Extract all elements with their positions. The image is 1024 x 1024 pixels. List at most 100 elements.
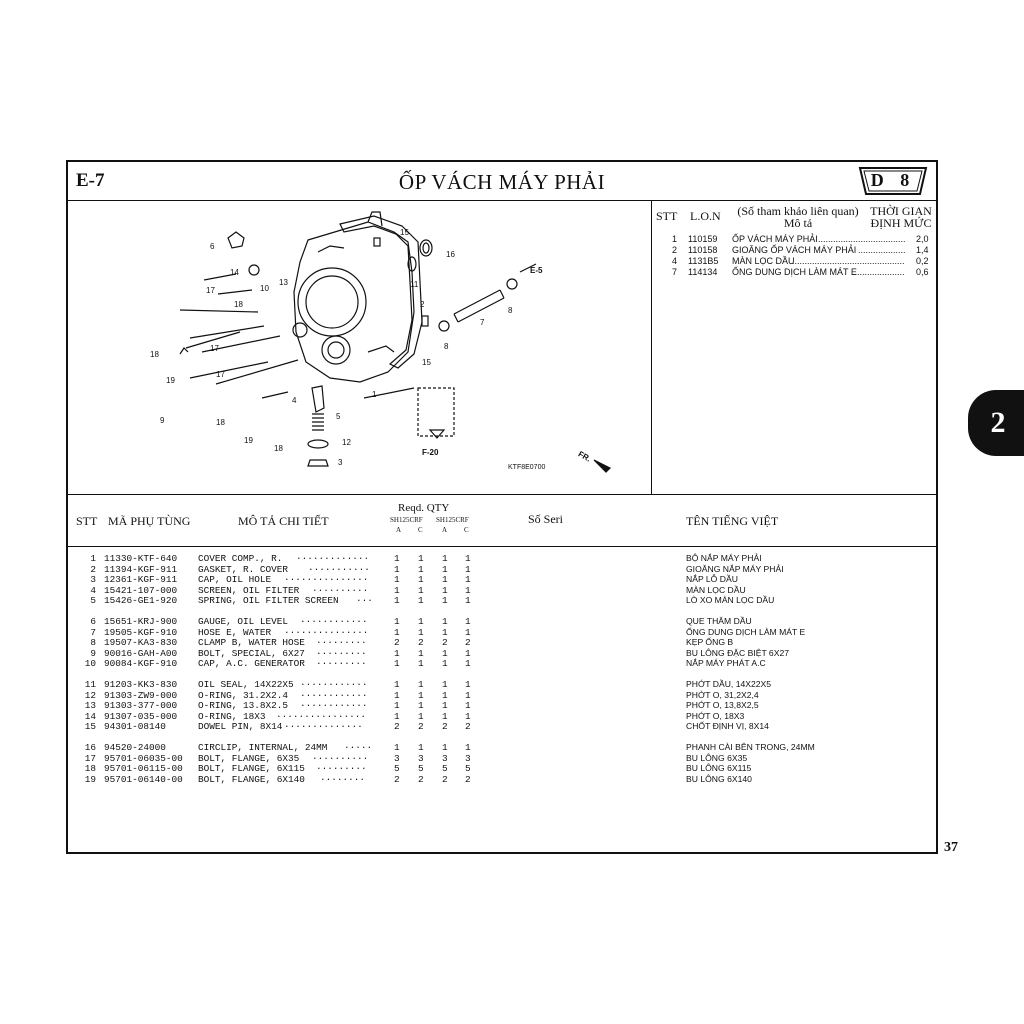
callout: 2: [420, 300, 425, 309]
row-desc: CLAMP B, WATER HOSE: [198, 637, 305, 648]
row-qty: 1: [442, 563, 448, 575]
row-vn-name: CHỐT ĐỊNH VỊ, 8X14: [686, 721, 769, 731]
callout: 19: [244, 436, 253, 445]
labor-header-ref-line1: (Số tham khảo liên quan): [737, 204, 859, 218]
row-desc: BOLT, FLANGE, 6X115: [198, 763, 305, 774]
row-stt: 16: [84, 742, 96, 753]
row-part-no: 95701-06140-00: [104, 773, 183, 785]
col-desc: MÔ TẢ CHI TIẾT: [238, 514, 329, 528]
row-qty: 1: [418, 563, 424, 575]
labor-stt: 4: [672, 256, 678, 266]
row-qty: 5: [394, 763, 400, 774]
row-part-no: 11330-KTF-640: [104, 553, 178, 564]
diagram-divider: [651, 200, 652, 494]
row-qty: 1: [442, 584, 448, 596]
row-qty: 2: [394, 637, 400, 648]
row-qty: 3: [418, 752, 424, 764]
row-qty: 1: [418, 689, 424, 701]
row-qty: 1: [442, 595, 448, 606]
row-qty: 2: [394, 773, 400, 785]
callout: 17: [206, 286, 215, 295]
row-stt: 18: [84, 763, 96, 774]
row-part-no: 94520-24000: [104, 742, 166, 753]
callout: 18: [234, 300, 243, 309]
row-qty: 5: [465, 763, 471, 774]
row-vn-name: PHANH CÀI BÊN TRONG, 24MM: [686, 742, 815, 752]
row-qty: 1: [394, 574, 400, 585]
row-qty: 1: [394, 647, 400, 659]
row-vn-name: BU LÔNG 6X140: [686, 773, 752, 784]
row-vn-name: QUE THĂM DẦU: [686, 616, 752, 626]
row-stt: 12: [84, 689, 96, 701]
row-stt: 19: [84, 773, 96, 785]
callout: 13: [279, 278, 288, 287]
callout: 8: [444, 342, 449, 351]
row-qty: 1: [394, 563, 400, 575]
labor-lon: 1131B5: [688, 256, 719, 266]
row-qty: 5: [442, 763, 448, 774]
row-part-no: 11394-KGF-911: [104, 563, 178, 575]
row-desc: OIL SEAL, 14X22X5: [198, 679, 294, 690]
row-desc: CAP, OIL HOLE: [198, 574, 272, 585]
row-qty: 2: [418, 773, 424, 785]
labor-row: 7 114134 ỐNG DUNG DỊCH LÀM MÁT E .......…: [672, 267, 929, 277]
labor-stt: 7: [672, 267, 678, 277]
row-desc: GASKET, R. COVER: [198, 563, 289, 575]
labor-time: 1,4: [916, 245, 929, 255]
row-stt: 15: [84, 721, 96, 732]
row-qty: 1: [418, 700, 424, 711]
row-qty: 1: [465, 626, 471, 638]
col-a2: A: [442, 526, 448, 534]
row-qty: 1: [442, 553, 448, 564]
row-qty: 2: [465, 721, 471, 732]
row-stt: 2: [90, 563, 96, 575]
section-badge-label: D 8: [870, 170, 916, 190]
row-vn-name: GIOĂNG NẮP MÁY PHẢI: [686, 563, 784, 574]
callout: 15: [422, 358, 431, 367]
labor-desc: MÀN LỌC DẦU: [732, 256, 795, 266]
labor-time: 2,0: [916, 234, 929, 244]
callout: 9: [160, 416, 165, 425]
callout: 16: [446, 250, 455, 259]
col-part-no: MÃ PHỤ TÙNG: [108, 514, 191, 528]
row-qty: 1: [394, 616, 400, 627]
labor-lon: 114134: [688, 267, 718, 277]
labor-header-lon: L.O.N: [690, 209, 721, 223]
row-qty: 1: [465, 553, 471, 564]
row-qty: 1: [418, 742, 424, 753]
callout: 18: [274, 444, 283, 453]
callout: 14: [230, 268, 239, 277]
row-qty: 1: [465, 616, 471, 627]
row-part-no: 95701-06115-00: [104, 763, 183, 774]
row-qty: 3: [465, 752, 471, 764]
row-part-no: 15421-107-000: [104, 584, 178, 596]
row-qty: 1: [465, 647, 471, 659]
section-badge-shape: [858, 167, 928, 195]
row-qty: 1: [394, 584, 400, 596]
page-number: 37: [944, 840, 958, 855]
row-qty: 1: [442, 700, 448, 711]
row-qty: 1: [394, 689, 400, 701]
callout: 17: [216, 370, 225, 379]
callout: 15: [400, 228, 409, 237]
row-qty: 2: [465, 637, 471, 648]
callout: 12: [342, 438, 351, 447]
table-divider: [68, 494, 936, 495]
row-stt: 6: [90, 616, 96, 627]
row-qty: 1: [394, 710, 400, 722]
callout: 6: [210, 242, 215, 251]
callout: 10: [260, 284, 269, 293]
row-qty: 1: [394, 553, 400, 564]
row-vn-name: LÒ XO MÀN LỌC DẦU: [686, 595, 775, 605]
